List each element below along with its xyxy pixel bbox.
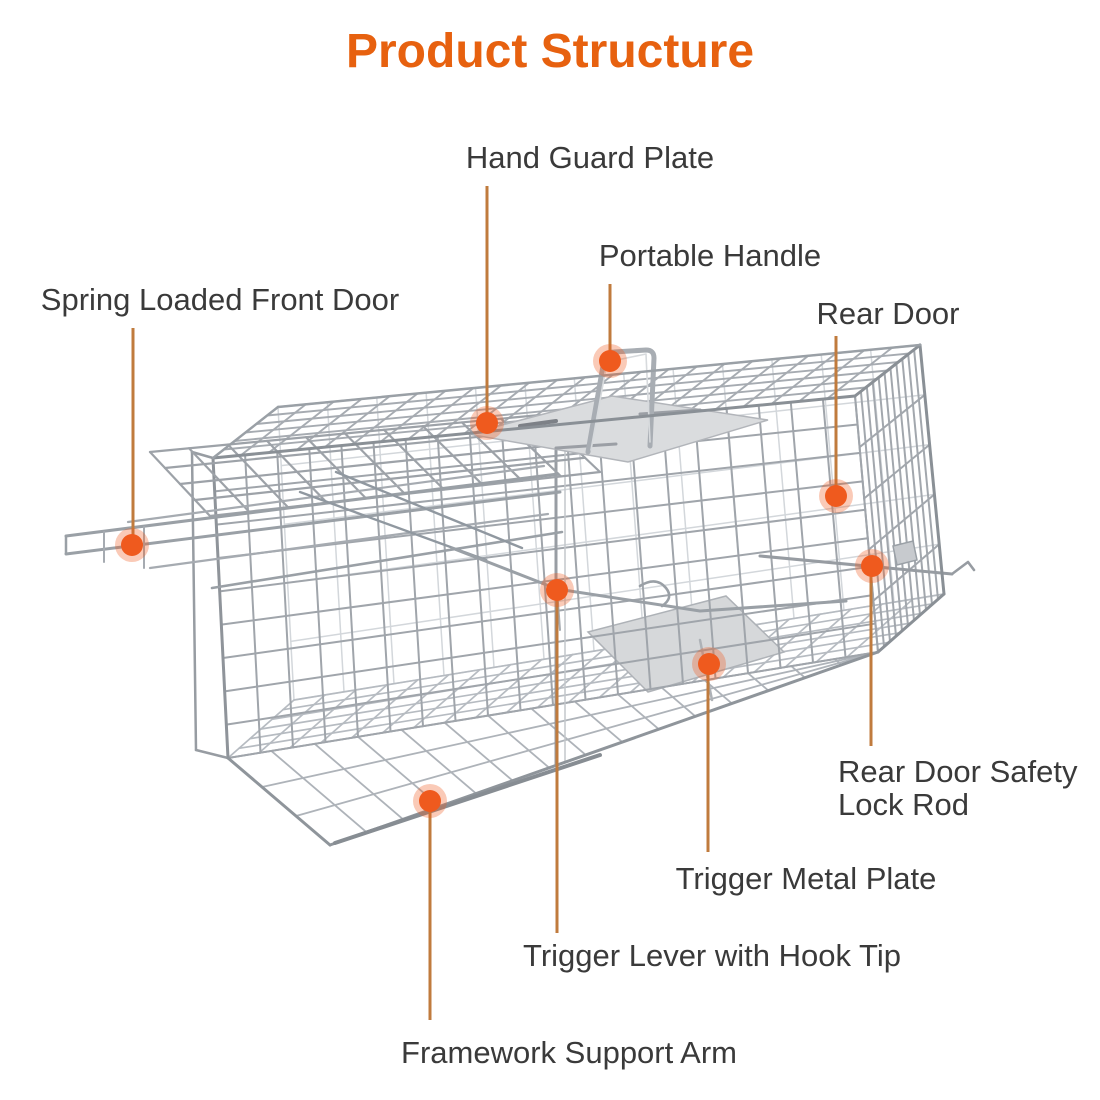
- label-rear-door: Rear Door: [816, 296, 960, 331]
- label-hand-guard-plate: Hand Guard Plate: [465, 140, 715, 175]
- label-portable-handle: Portable Handle: [598, 238, 822, 273]
- label-trigger-metal-plate: Trigger Metal Plate: [675, 861, 937, 896]
- cage-wireframe: [64, 343, 976, 847]
- label-rear-door-safety-lock-rod: Rear Door Safety Lock Rod: [838, 754, 1078, 822]
- callout-dot-rear-door: [819, 479, 853, 513]
- callout-dots: [115, 344, 889, 818]
- callout-dot-spring-loaded-front-door: [115, 528, 149, 562]
- page-title: Product Structure: [345, 25, 755, 78]
- label-spring-loaded-front-door: Spring Loaded Front Door: [40, 282, 400, 317]
- callout-dot-trigger-metal-plate: [692, 647, 726, 681]
- callout-dot-framework-support-arm: [413, 784, 447, 818]
- label-trigger-lever-with-hook-tip: Trigger Lever with Hook Tip: [523, 938, 901, 973]
- callout-dot-portable-handle: [593, 344, 627, 378]
- callout-dot-rear-door-safety-lock-rod: [855, 549, 889, 583]
- callout-dot-hand-guard-plate: [470, 406, 504, 440]
- callout-dot-trigger-lever-with-hook-tip: [540, 573, 574, 607]
- label-framework-support-arm: Framework Support Arm: [401, 1035, 737, 1070]
- callout-leader-lines: [131, 186, 873, 1020]
